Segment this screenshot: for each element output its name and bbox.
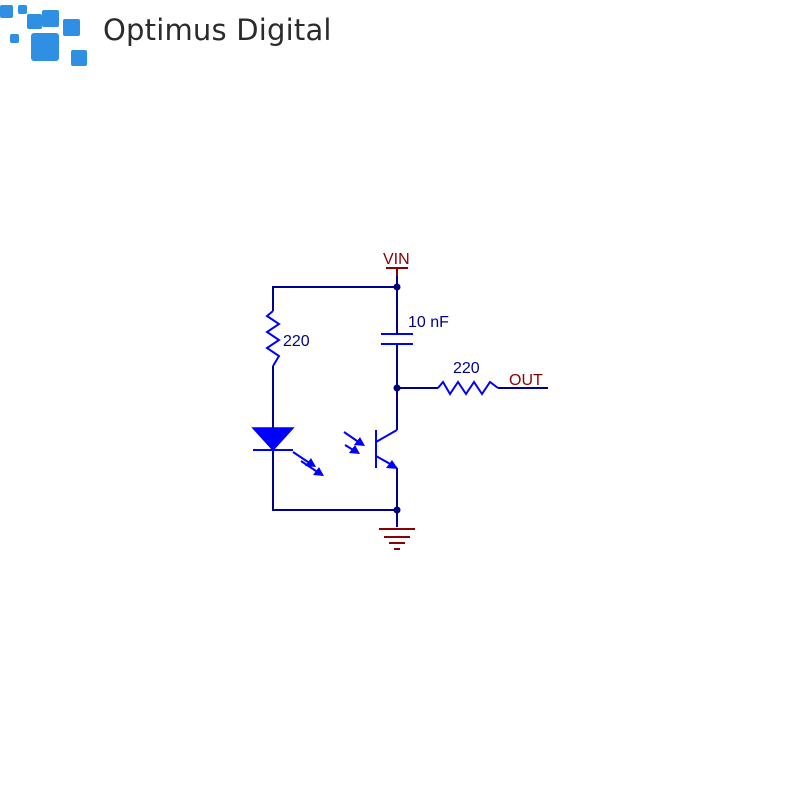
junction-dots [393, 283, 401, 514]
led-resistor-value: 220 [283, 333, 310, 350]
light-arrows [343, 431, 365, 454]
capacitor-value: 10 nF [408, 314, 449, 331]
ground-symbol [379, 528, 415, 550]
brand-name: Optimus Digital [103, 13, 332, 47]
emitter-arrow [386, 460, 398, 469]
output-resistor-symbol [437, 380, 499, 396]
phototransistor-symbol [375, 429, 398, 469]
out-label: OUT [509, 372, 543, 389]
capacitor-symbol [381, 333, 413, 345]
output-resistor-value: 220 [453, 360, 480, 377]
brand-logo: Optimus Digital [0, 0, 332, 75]
infrared-led-symbol [251, 427, 324, 476]
led-resistor-symbol [265, 310, 281, 367]
wires [272, 270, 548, 527]
supply-symbol [386, 267, 408, 276]
vin-label: VIN [383, 251, 410, 268]
optimus-digital-logo-icon [0, 5, 87, 66]
